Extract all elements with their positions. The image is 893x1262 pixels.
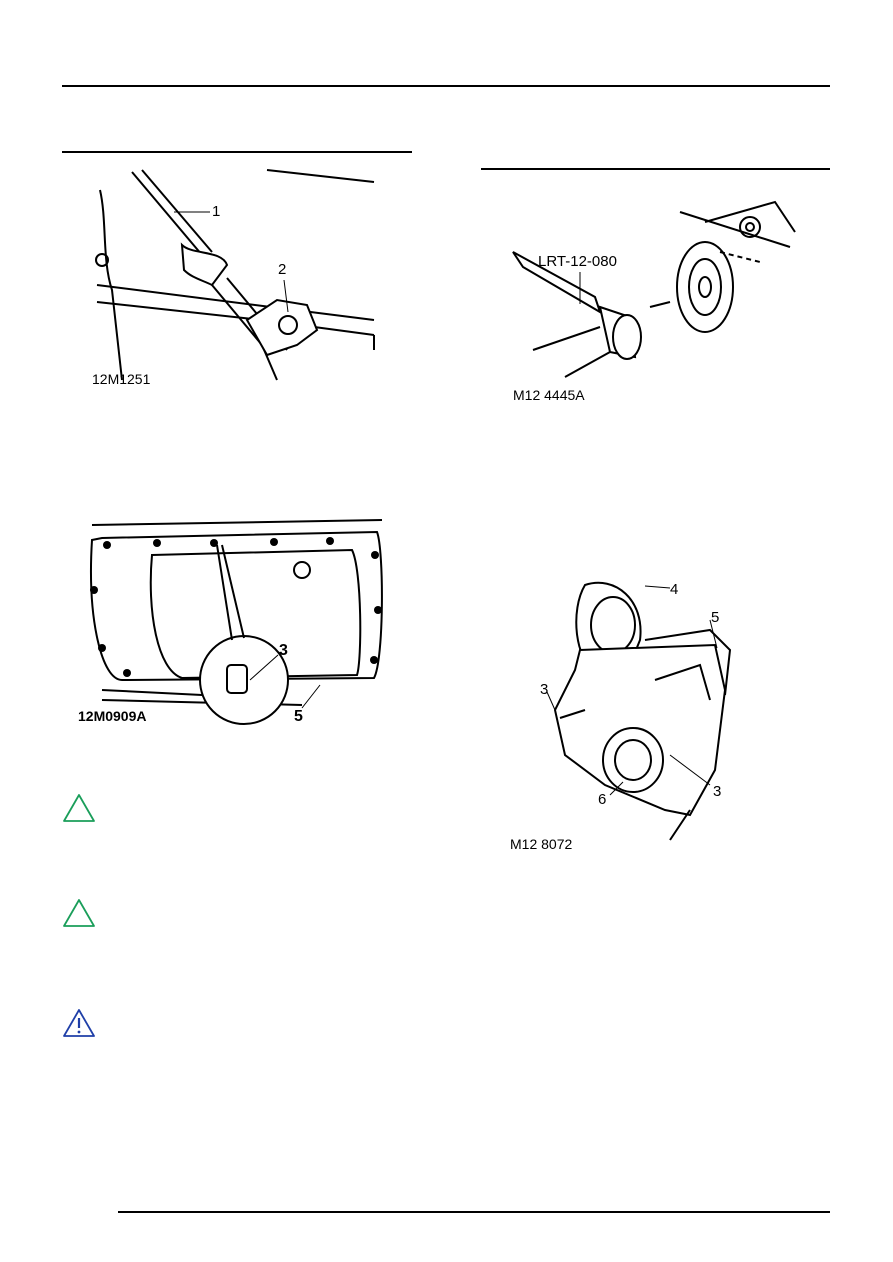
figure-timing-cover-illustration: 4 5 3 6 3 M12 8072 bbox=[505, 570, 745, 855]
callout-1: 1 bbox=[212, 203, 220, 220]
tool-label: LRT-12-080 bbox=[538, 253, 617, 270]
figure-caption: 12M0909A bbox=[78, 708, 147, 724]
header-rule bbox=[62, 85, 830, 87]
callout-5: 5 bbox=[711, 609, 719, 626]
callout-2: 2 bbox=[278, 261, 286, 278]
callout-3-right: 3 bbox=[713, 783, 721, 800]
caution-icon bbox=[62, 793, 96, 823]
figure-caption: M12 8072 bbox=[510, 836, 572, 852]
figure-caption: M12 4445A bbox=[513, 387, 585, 403]
figure-caption: 12M1251 bbox=[92, 371, 151, 387]
warning-icon bbox=[62, 1008, 96, 1038]
caution-icon bbox=[62, 898, 96, 928]
callout-3: 3 bbox=[279, 642, 288, 659]
callout-4: 4 bbox=[670, 581, 678, 598]
callout-6: 6 bbox=[598, 791, 606, 808]
footer-rule bbox=[118, 1211, 830, 1213]
figure-cable-illustration: 1 2 12M1251 bbox=[62, 160, 382, 390]
figure-pulley-illustration: LRT-12-080 M12 4445A bbox=[505, 192, 805, 407]
left-section-rule bbox=[62, 151, 412, 153]
callout-3-left: 3 bbox=[540, 681, 548, 698]
figure-sump-illustration: 3 5 12M0909A bbox=[62, 510, 392, 735]
callout-5: 5 bbox=[294, 708, 303, 725]
right-section-rule bbox=[481, 168, 830, 170]
